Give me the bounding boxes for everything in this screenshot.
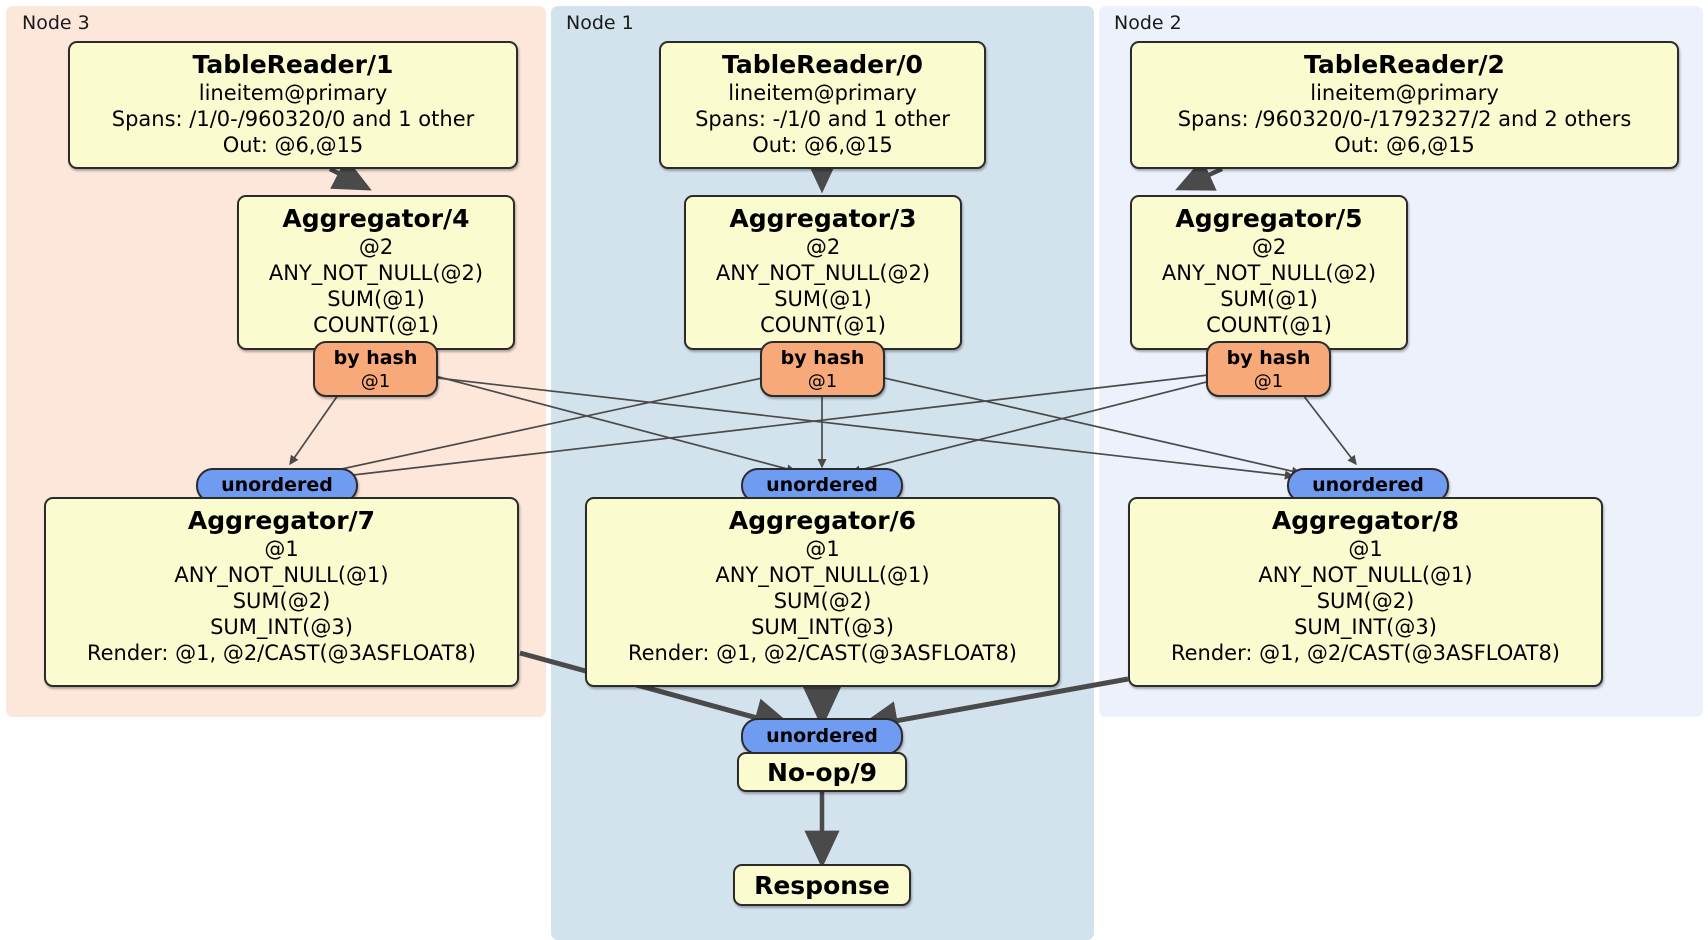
response-title: Response xyxy=(754,870,890,900)
aggregator-5-line-2: SUM(@1) xyxy=(1220,287,1318,311)
router-by-hash-right-type: by hash xyxy=(1226,347,1311,369)
panel-node-2-label: Node 2 xyxy=(1114,12,1182,34)
processor-response[interactable]: Response xyxy=(733,864,911,906)
router-unordered-center-label: unordered xyxy=(766,474,878,496)
aggregator-7-title: Aggregator/7 xyxy=(187,506,376,535)
aggregator-6-line-1: ANY_NOT_NULL(@1) xyxy=(715,563,930,587)
table-reader-1-line-0: lineitem@primary xyxy=(198,81,388,105)
aggregator-6-line-3: SUM_INT(@3) xyxy=(751,615,894,639)
aggregator-5-line-0: @2 xyxy=(1251,235,1287,259)
processor-aggregator-7[interactable]: Aggregator/7 @1 ANY_NOT_NULL(@1) SUM(@2)… xyxy=(44,497,519,687)
no-op-9-title: No-op/9 xyxy=(766,757,878,787)
aggregator-8-line-0: @1 xyxy=(1348,537,1383,561)
aggregator-3-line-3: COUNT(@1) xyxy=(760,313,886,337)
router-by-hash-right-column: @1 xyxy=(1253,371,1284,392)
aggregator-7-line-4: Render: @1, @2/CAST(@3ASFLOAT8) xyxy=(86,641,477,665)
aggregator-8-line-4: Render: @1, @2/CAST(@3ASFLOAT8) xyxy=(1170,641,1561,665)
aggregator-6-line-2: SUM(@2) xyxy=(773,589,872,613)
aggregator-3-title: Aggregator/3 xyxy=(729,204,917,233)
table-reader-1-line-1: Spans: /1/0-/960320/0 and 1 other xyxy=(111,107,475,131)
aggregator-8-line-1: ANY_NOT_NULL(@1) xyxy=(1258,563,1473,587)
router-by-hash-center-type: by hash xyxy=(780,347,865,369)
panel-node-1-label: Node 1 xyxy=(566,12,634,34)
router-by-hash-left[interactable]: by hash @1 xyxy=(313,341,438,397)
aggregator-3-line-0: @2 xyxy=(805,235,841,259)
table-reader-1-title: TableReader/1 xyxy=(192,50,394,79)
table-reader-2-line-0: lineitem@primary xyxy=(1310,81,1499,105)
aggregator-6-line-4: Render: @1, @2/CAST(@3ASFLOAT8) xyxy=(627,641,1018,665)
aggregator-7-line-0: @1 xyxy=(264,537,299,561)
aggregator-5-title: Aggregator/5 xyxy=(1175,204,1363,233)
aggregator-4-title: Aggregator/4 xyxy=(282,204,470,233)
panel-node-3-label: Node 3 xyxy=(22,12,90,34)
processor-table-reader-2[interactable]: TableReader/2 lineitem@primary Spans: /9… xyxy=(1130,41,1679,169)
aggregator-3-line-1: ANY_NOT_NULL(@2) xyxy=(715,261,931,285)
processor-aggregator-3[interactable]: Aggregator/3 @2 ANY_NOT_NULL(@2) SUM(@1)… xyxy=(684,195,962,350)
table-reader-0-title: TableReader/0 xyxy=(722,50,923,79)
router-by-hash-left-column: @1 xyxy=(360,371,391,392)
router-by-hash-right[interactable]: by hash @1 xyxy=(1206,341,1331,397)
aggregator-3-line-2: SUM(@1) xyxy=(774,287,872,311)
aggregator-7-line-2: SUM(@2) xyxy=(232,589,331,613)
table-reader-1-line-2: Out: @6,@15 xyxy=(222,133,364,157)
router-unordered-final[interactable]: unordered xyxy=(741,718,903,755)
aggregator-4-line-3: COUNT(@1) xyxy=(313,313,439,337)
table-reader-0-line-0: lineitem@primary xyxy=(728,81,917,105)
processor-aggregator-4[interactable]: Aggregator/4 @2 ANY_NOT_NULL(@2) SUM(@1)… xyxy=(237,195,515,350)
aggregator-6-title: Aggregator/6 xyxy=(728,506,917,535)
router-by-hash-center[interactable]: by hash @1 xyxy=(760,341,885,397)
table-reader-2-line-2: Out: @6,@15 xyxy=(1334,133,1475,157)
processor-table-reader-1[interactable]: TableReader/1 lineitem@primary Spans: /1… xyxy=(68,41,518,169)
table-reader-0-line-2: Out: @6,@15 xyxy=(752,133,893,157)
aggregator-4-line-0: @2 xyxy=(358,235,394,259)
router-unordered-left-label: unordered xyxy=(221,474,333,496)
table-reader-0-line-1: Spans: -/1/0 and 1 other xyxy=(695,107,950,131)
router-by-hash-left-type: by hash xyxy=(333,347,418,369)
router-unordered-final-label: unordered xyxy=(766,725,878,747)
processor-table-reader-0[interactable]: TableReader/0 lineitem@primary Spans: -/… xyxy=(659,41,986,169)
aggregator-7-line-3: SUM_INT(@3) xyxy=(210,615,353,639)
table-reader-2-line-1: Spans: /960320/0-/1792327/2 and 2 others xyxy=(1177,107,1632,131)
processor-aggregator-5[interactable]: Aggregator/5 @2 ANY_NOT_NULL(@2) SUM(@1)… xyxy=(1130,195,1408,350)
router-unordered-right-label: unordered xyxy=(1312,474,1424,496)
processor-aggregator-6[interactable]: Aggregator/6 @1 ANY_NOT_NULL(@1) SUM(@2)… xyxy=(585,497,1060,687)
table-reader-2-title: TableReader/2 xyxy=(1304,50,1505,79)
processor-aggregator-8[interactable]: Aggregator/8 @1 ANY_NOT_NULL(@1) SUM(@2)… xyxy=(1128,497,1603,687)
router-by-hash-center-column: @1 xyxy=(807,371,838,392)
aggregator-4-line-2: SUM(@1) xyxy=(327,287,425,311)
aggregator-7-line-1: ANY_NOT_NULL(@1) xyxy=(174,563,389,587)
aggregator-8-line-3: SUM_INT(@3) xyxy=(1294,615,1437,639)
aggregator-4-line-1: ANY_NOT_NULL(@2) xyxy=(268,261,484,285)
processor-no-op-9[interactable]: No-op/9 xyxy=(737,752,907,792)
aggregator-5-line-1: ANY_NOT_NULL(@2) xyxy=(1161,261,1377,285)
aggregator-8-line-2: SUM(@2) xyxy=(1316,589,1415,613)
aggregator-5-line-3: COUNT(@1) xyxy=(1206,313,1332,337)
aggregator-6-line-0: @1 xyxy=(805,537,840,561)
aggregator-8-title: Aggregator/8 xyxy=(1271,506,1460,535)
